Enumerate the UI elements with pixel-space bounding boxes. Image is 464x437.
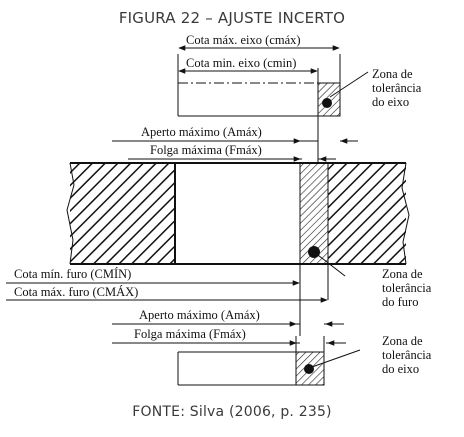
svg-text:tolerância: tolerância xyxy=(382,348,432,362)
label-cota-min-furo: Cota mín. furo (CMÍN) xyxy=(14,267,131,281)
bottom-shaft xyxy=(177,336,325,386)
callout-zona-furo: Zona de tolerância do furo xyxy=(313,251,432,309)
dim-cota-min-eixo: Cota min. eixo (cmin) xyxy=(178,56,318,74)
dim-cota-max-eixo: Cota máx. eixo (cmáx) xyxy=(178,33,340,51)
svg-text:do eixo: do eixo xyxy=(372,95,409,109)
svg-text:Zona de: Zona de xyxy=(382,267,423,281)
dim-folga-max-bottom: Folga máxima (Fmáx) xyxy=(112,327,346,346)
label-cota-min-eixo: Cota min. eixo (cmin) xyxy=(186,56,296,70)
figure-title: FIGURA 22 – AJUSTE INCERTO xyxy=(118,9,346,27)
hole-body-left xyxy=(70,163,175,264)
label-cota-max-furo: Cota máx. furo (CMÁX) xyxy=(14,285,138,299)
callout-zona-eixo-bottom: Zona de tolerância do eixo xyxy=(311,334,432,376)
svg-text:Zona de: Zona de xyxy=(382,334,423,348)
label-aperto-max-top: Aperto máximo (Amáx) xyxy=(141,125,262,139)
dim-cota-max-furo: Cota máx. furo (CMÁX) xyxy=(6,285,328,303)
label-cota-max-eixo: Cota máx. eixo (cmáx) xyxy=(186,33,301,47)
svg-text:tolerância: tolerância xyxy=(382,281,432,295)
dim-aperto-max-bottom: Aperto máximo (Amáx) xyxy=(112,308,344,327)
svg-text:do furo: do furo xyxy=(382,295,418,309)
svg-text:tolerância: tolerância xyxy=(372,81,422,95)
figure-source: FONTE: Silva (2006, p. 235) xyxy=(132,404,332,420)
top-shaft xyxy=(177,54,341,170)
svg-text:Zona de: Zona de xyxy=(372,67,413,81)
dim-aperto-max-top: Aperto máximo (Amáx) xyxy=(112,125,358,144)
hole-body-right xyxy=(328,163,406,264)
label-folga-max-bottom: Folga máxima (Fmáx) xyxy=(134,327,246,341)
zone-marker-dot xyxy=(304,364,314,374)
dim-cota-min-furo: Cota mín. furo (CMÍN) xyxy=(6,267,300,286)
dim-folga-max-top: Folga máxima (Fmáx) xyxy=(128,143,336,162)
hole-part xyxy=(66,162,410,265)
label-aperto-max-bottom: Aperto máximo (Amáx) xyxy=(139,308,260,322)
zone-marker-dot xyxy=(322,98,332,108)
svg-text:do eixo: do eixo xyxy=(382,362,419,376)
label-folga-max-top: Folga máxima (Fmáx) xyxy=(150,143,262,157)
callout-zona-eixo-top: Zona de tolerância do eixo xyxy=(329,67,422,109)
